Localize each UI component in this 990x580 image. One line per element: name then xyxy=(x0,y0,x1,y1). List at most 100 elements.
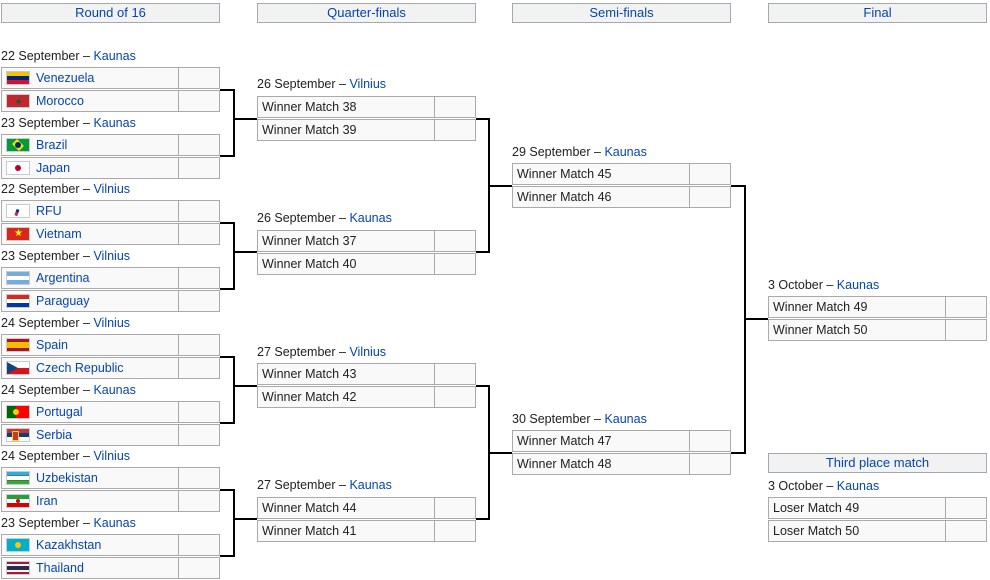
header-semi-finals[interactable]: Semi-finals xyxy=(512,3,731,23)
portugal-flag-icon xyxy=(6,405,30,419)
venezuela-flag-icon xyxy=(6,71,30,85)
score-cell xyxy=(435,120,475,140)
qf-slot: Winner Match 39 xyxy=(257,119,476,141)
venue-link[interactable]: Kaunas xyxy=(349,211,392,225)
qf-slot: Winner Match 38 xyxy=(257,96,476,118)
r16-team-serbia: Serbia xyxy=(1,424,220,446)
qf-match-4-date: 27 September – Kaunas xyxy=(257,478,392,492)
third-slot: Loser Match 49 xyxy=(768,497,987,519)
venue-link[interactable]: Vilnius xyxy=(349,345,387,359)
team-name-link[interactable]: Serbia xyxy=(30,425,179,445)
score-cell xyxy=(690,187,730,207)
team-name-link[interactable]: Spain xyxy=(30,335,179,355)
header-round-of-16[interactable]: Round of 16 xyxy=(1,3,220,23)
r16-match-8-date: 23 September – Kaunas xyxy=(1,516,136,530)
bracket-connector xyxy=(233,118,257,120)
score-cell xyxy=(435,387,475,407)
bracket-connector xyxy=(220,555,235,557)
qf-slot: Winner Match 44 xyxy=(257,497,476,519)
bracket-connector xyxy=(220,489,235,491)
bracket-connector xyxy=(220,356,235,358)
spain-flag-icon xyxy=(6,338,30,352)
team-name-link[interactable]: Venezuela xyxy=(30,68,179,88)
r16-team-czech-republic: Czech Republic xyxy=(1,357,220,379)
venue-link[interactable]: Vilnius xyxy=(93,249,131,263)
header-quarter-finals[interactable]: Quarter-finals xyxy=(257,3,476,23)
bracket-connector xyxy=(233,89,235,157)
venue-link[interactable]: Kaunas xyxy=(349,478,392,492)
team-name-link[interactable]: Iran xyxy=(30,491,179,511)
r16-match-1-date: 22 September – Kaunas xyxy=(1,49,136,63)
bracket-connector xyxy=(220,155,235,157)
team-name-link[interactable]: Kazakhstan xyxy=(30,535,179,555)
sf-slot: Winner Match 47 xyxy=(512,430,731,452)
score-cell xyxy=(179,91,219,111)
venue-link[interactable]: Kaunas xyxy=(836,278,880,292)
team-name-link[interactable]: RFU xyxy=(30,201,179,221)
vietnam-flag-icon: ★ xyxy=(6,227,30,241)
score-cell xyxy=(946,521,986,541)
kazakhstan-flag-icon xyxy=(6,538,30,552)
r16-match-7-date: 24 September – Vilnius xyxy=(1,449,131,463)
r16-team-paraguay: Paraguay xyxy=(1,290,220,312)
venue-link[interactable]: Vilnius xyxy=(349,77,387,91)
score-cell xyxy=(179,358,219,378)
score-cell xyxy=(179,468,219,488)
bracket-connector xyxy=(731,185,746,187)
venue-link[interactable]: Kaunas xyxy=(604,412,647,426)
venue-link[interactable]: Vilnius xyxy=(93,316,131,330)
slot-label: Winner Match 43 xyxy=(258,364,435,384)
team-name-link[interactable]: Argentina xyxy=(30,268,179,288)
slot-label: Loser Match 50 xyxy=(769,521,946,541)
slot-label: Loser Match 49 xyxy=(769,498,946,518)
venue-link[interactable]: Kaunas xyxy=(836,479,880,493)
team-name-link[interactable]: Uzbekistan xyxy=(30,468,179,488)
sf-slot: Winner Match 46 xyxy=(512,186,731,208)
team-name-link[interactable]: Portugal xyxy=(30,402,179,422)
score-cell xyxy=(179,158,219,178)
sf-match-2-date: 30 September – Kaunas xyxy=(512,412,647,426)
header-third-place[interactable]: Third place match xyxy=(768,453,987,473)
paraguay-flag-icon xyxy=(6,294,30,308)
venue-link[interactable]: Kaunas xyxy=(93,49,136,63)
bracket-connector xyxy=(488,452,512,454)
team-name-link[interactable]: Japan xyxy=(30,158,179,178)
qf-slot: Winner Match 37 xyxy=(257,230,476,252)
team-name-link[interactable]: Paraguay xyxy=(30,291,179,311)
venue-link[interactable]: Kaunas xyxy=(604,145,647,159)
team-name-link[interactable]: Thailand xyxy=(30,558,179,578)
qf-slot: Winner Match 43 xyxy=(257,363,476,385)
slot-label: Winner Match 40 xyxy=(258,254,435,274)
bracket-connector xyxy=(476,251,490,253)
team-name-link[interactable]: Brazil xyxy=(30,135,179,155)
venue-link[interactable]: Vilnius xyxy=(93,182,131,196)
team-name-link[interactable]: Czech Republic xyxy=(30,358,179,378)
bracket-connector xyxy=(220,222,235,224)
team-name-link[interactable]: Vietnam xyxy=(30,224,179,244)
r16-team-thailand: Thailand xyxy=(1,557,220,579)
bracket-connector xyxy=(488,185,512,187)
header-final[interactable]: Final xyxy=(768,3,987,23)
score-cell xyxy=(179,201,219,221)
venue-link[interactable]: Vilnius xyxy=(93,449,131,463)
qf-match-3-date: 27 September – Vilnius xyxy=(257,345,387,359)
bracket-connector xyxy=(731,452,746,454)
score-cell xyxy=(435,97,475,117)
bracket-connector xyxy=(233,251,257,253)
r16-team-argentina: Argentina xyxy=(1,267,220,289)
sf-slot: Winner Match 45 xyxy=(512,163,731,185)
czech-flag-icon xyxy=(6,361,30,375)
slot-label: Winner Match 44 xyxy=(258,498,435,518)
venue-link[interactable]: Kaunas xyxy=(93,116,136,130)
team-name-link[interactable]: Morocco xyxy=(30,91,179,111)
r16-match-4-date: 23 September – Vilnius xyxy=(1,249,131,263)
score-cell xyxy=(946,498,986,518)
venue-link[interactable]: Kaunas xyxy=(93,516,136,530)
slot-label: Winner Match 38 xyxy=(258,97,435,117)
slot-label: Winner Match 50 xyxy=(769,320,946,340)
r16-match-6-date: 24 September – Kaunas xyxy=(1,383,136,397)
r16-team-portugal: Portugal xyxy=(1,401,220,423)
venue-link[interactable]: Kaunas xyxy=(93,383,136,397)
bracket-connector xyxy=(233,222,235,290)
final-slot: Winner Match 49 xyxy=(768,296,987,318)
